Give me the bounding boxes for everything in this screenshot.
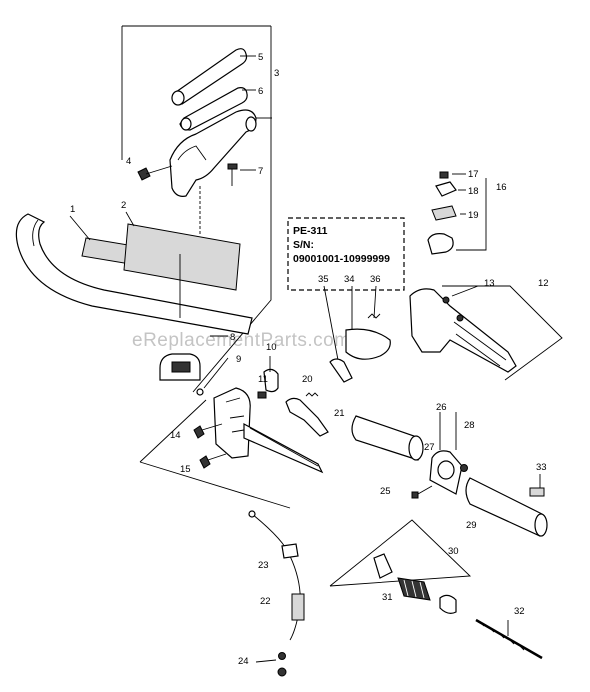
- callout-36: 36: [370, 274, 381, 285]
- callout-8: 8: [230, 332, 235, 343]
- decal-part-2: [123, 223, 241, 291]
- callout-19: 19: [468, 210, 479, 221]
- callout-34: 34: [344, 274, 355, 285]
- callout-labels: 1 2 3 4 5 6 7 8 9 10 11 12 13 14 15 16 1…: [70, 52, 549, 667]
- model-label: PE-311: [293, 225, 328, 237]
- handle-bar: [169, 109, 272, 197]
- callout-26: 26: [436, 402, 447, 413]
- grip-part-6: [179, 87, 248, 131]
- callout-23: 23: [258, 560, 269, 571]
- decal-part-33: [529, 487, 545, 497]
- watermark: eReplacementParts.com: [132, 330, 351, 351]
- callout-29: 29: [466, 520, 477, 531]
- callout-21: 21: [334, 408, 345, 419]
- screw-part-27: [411, 485, 433, 499]
- callout-20: 20: [302, 374, 313, 385]
- lever-part-35: [329, 358, 353, 383]
- knob-part-18: [435, 181, 457, 197]
- callout-30: 30: [448, 546, 459, 557]
- callout-13: 13: [484, 278, 495, 289]
- grip-part-5: [171, 48, 248, 106]
- cable-fitting-22: [291, 593, 305, 621]
- callout-15: 15: [180, 464, 191, 475]
- switch-part-16: [427, 233, 454, 255]
- spring-part-36: [367, 313, 381, 319]
- spring-part-20: [305, 392, 319, 397]
- callout-24: 24: [238, 656, 249, 667]
- screw-part-11: [257, 391, 267, 399]
- callout-14: 14: [170, 430, 181, 441]
- callout-11: 11: [258, 374, 268, 385]
- nut-part-24: [255, 652, 287, 677]
- tube-part-25: [351, 415, 424, 461]
- sn-label: S/N:: [293, 239, 314, 251]
- callout-18: 18: [468, 186, 479, 197]
- nut-part-28: [460, 464, 468, 472]
- callout-22: 22: [260, 596, 271, 607]
- callout-31: 31: [382, 592, 393, 603]
- callout-12: 12: [538, 278, 549, 289]
- trigger-part-21: [285, 397, 329, 437]
- callout-25: 25: [380, 486, 391, 497]
- throttle-cable: [248, 510, 305, 641]
- screw-part-4: [137, 165, 173, 181]
- callout-16: 16: [496, 182, 507, 193]
- screw-part-14: [193, 423, 223, 439]
- callout-6: 6: [258, 86, 263, 97]
- callout-9: 9: [236, 354, 241, 365]
- callout-5: 5: [258, 52, 263, 63]
- callout-7: 7: [258, 166, 263, 177]
- callout-35: 35: [318, 274, 329, 285]
- callout-1: 1: [70, 204, 75, 215]
- callout-3: 3: [274, 68, 279, 79]
- callout-2: 2: [121, 200, 126, 211]
- handle-assembly: [121, 25, 272, 393]
- callout-17: 17: [468, 169, 479, 180]
- washer-part-9: [196, 357, 229, 396]
- callout-28: 28: [464, 420, 475, 431]
- loop-handle: [15, 211, 253, 335]
- callout-32: 32: [514, 606, 525, 617]
- throttle-housing: [213, 387, 324, 474]
- bolt-part-7: [199, 163, 238, 236]
- plate-part-19: [431, 205, 457, 221]
- callout-33: 33: [536, 462, 547, 473]
- driveshaft-part-32: [475, 618, 543, 660]
- clamp-part-8: [159, 335, 228, 381]
- cover-part-34: [345, 328, 391, 360]
- coupling-part-30: [373, 553, 393, 579]
- tube-part-29: [465, 477, 548, 537]
- right-handle-part-12: [409, 288, 517, 373]
- clamp-part-26: [429, 450, 463, 495]
- switch-assembly: [427, 171, 487, 255]
- cap-part: [439, 594, 457, 614]
- sn-range: 09001001-10999999: [293, 253, 390, 265]
- lever-part-10: [263, 356, 279, 393]
- callout-4: 4: [126, 156, 131, 167]
- cable-fitting-23: [281, 543, 299, 559]
- screw-part-15: [199, 453, 227, 469]
- bushing-part-31: [397, 577, 431, 601]
- callout-10: 10: [266, 342, 277, 353]
- serial-number-box: PE-311 S/N: 09001001-10999999: [287, 217, 405, 291]
- screw-part-17: [439, 171, 449, 179]
- callout-27: 27: [424, 442, 435, 453]
